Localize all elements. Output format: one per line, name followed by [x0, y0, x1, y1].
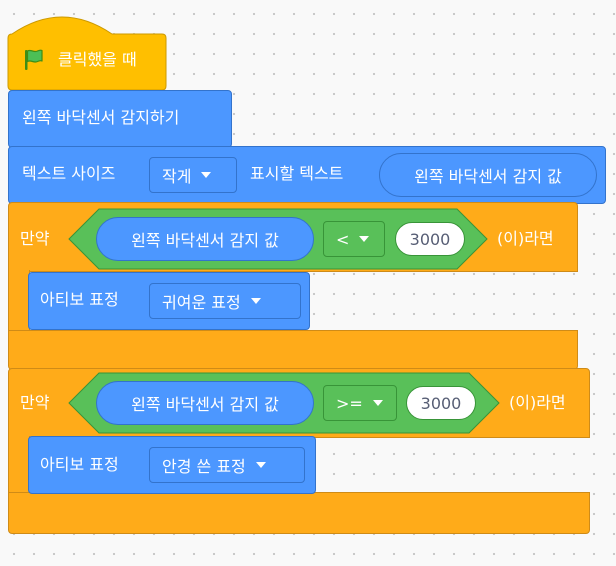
chevron-down-icon — [255, 462, 266, 468]
expression-dropdown-2[interactable]: 안경 쓴 표정 — [149, 447, 305, 483]
chevron-down-icon — [250, 298, 261, 304]
comparison-operator-dropdown[interactable]: < — [323, 221, 385, 257]
comparison-operator-dropdown[interactable]: >= — [323, 385, 397, 421]
expression-dropdown-1[interactable]: 귀여운 표정 — [149, 283, 301, 319]
chevron-down-icon — [201, 172, 212, 178]
if-label-2: 만약 — [20, 393, 50, 412]
hat-label: 클릭했을 때 — [58, 50, 137, 69]
threshold-number-value: 3000 — [409, 229, 451, 249]
comparison-operator-value: < — [336, 229, 350, 249]
then-label-1: (이)라면 — [497, 229, 554, 248]
expression-value-1: 귀여운 표정 — [162, 293, 241, 312]
text-size-label: 텍스트 사이즈 — [22, 164, 116, 183]
floor-sensor-value-reporter[interactable]: 왼쪽 바닥센서 감지 값 — [96, 217, 314, 261]
threshold-number-input[interactable]: 3000 — [406, 386, 476, 420]
if-block-1-arm — [8, 270, 30, 332]
hat-block[interactable] — [0, 0, 170, 92]
text-size-dropdown[interactable]: 작게 — [149, 157, 237, 193]
green-flag-icon — [25, 49, 43, 70]
display-text-label: 표시할 텍스트 — [250, 164, 344, 183]
artibo-expression-label-2: 아티보 표정 — [40, 455, 119, 474]
if-block-1-foot — [8, 330, 578, 370]
chevron-down-icon — [359, 236, 370, 242]
floor-sensor-value-reporter[interactable]: 왼쪽 바닥센서 감지 값 — [96, 381, 314, 425]
detect-floor-sensor-label: 왼쪽 바닥센서 감지하기 — [22, 108, 180, 127]
if-block-2-foot — [8, 492, 590, 534]
artibo-expression-label-1: 아티보 표정 — [40, 290, 119, 309]
text-size-value: 작게 — [162, 167, 192, 186]
comparison-operator-value: >= — [336, 393, 363, 413]
threshold-number-value: 3000 — [420, 393, 462, 413]
expression-value-2: 안경 쓴 표정 — [162, 457, 246, 476]
then-label-2: (이)라면 — [509, 393, 566, 412]
if-block-2-arm — [8, 436, 30, 494]
floor-sensor-value-label: 왼쪽 바닥센서 감지 값 — [131, 231, 279, 250]
threshold-number-input[interactable]: 3000 — [395, 222, 465, 256]
floor-sensor-value-label: 왼쪽 바닥센서 감지 값 — [414, 167, 562, 186]
if-label-1: 만약 — [20, 229, 50, 248]
floor-sensor-value-reporter[interactable]: 왼쪽 바닥센서 감지 값 — [379, 153, 597, 197]
chevron-down-icon — [372, 400, 383, 406]
floor-sensor-value-label: 왼쪽 바닥센서 감지 값 — [131, 395, 279, 414]
